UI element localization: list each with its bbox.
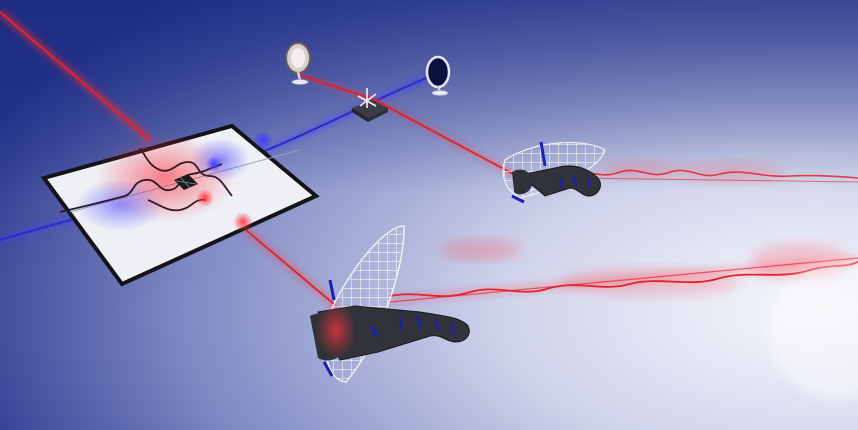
beam-splitter-icon <box>352 88 388 122</box>
emitted-wave-upper <box>569 169 858 183</box>
photonic-chip <box>40 123 320 287</box>
chip-core-icon <box>174 174 198 190</box>
dish-antenna-small-icon <box>502 141 606 204</box>
light-flare <box>770 260 858 400</box>
red-beam-to-small-antenna <box>299 72 517 178</box>
red-beam-to-large-antenna <box>237 221 338 309</box>
right-mirror-icon <box>425 55 451 96</box>
incoming-red-beam <box>0 8 154 144</box>
left-mirror-icon <box>285 42 311 85</box>
dish-antenna-large-icon <box>310 225 470 383</box>
